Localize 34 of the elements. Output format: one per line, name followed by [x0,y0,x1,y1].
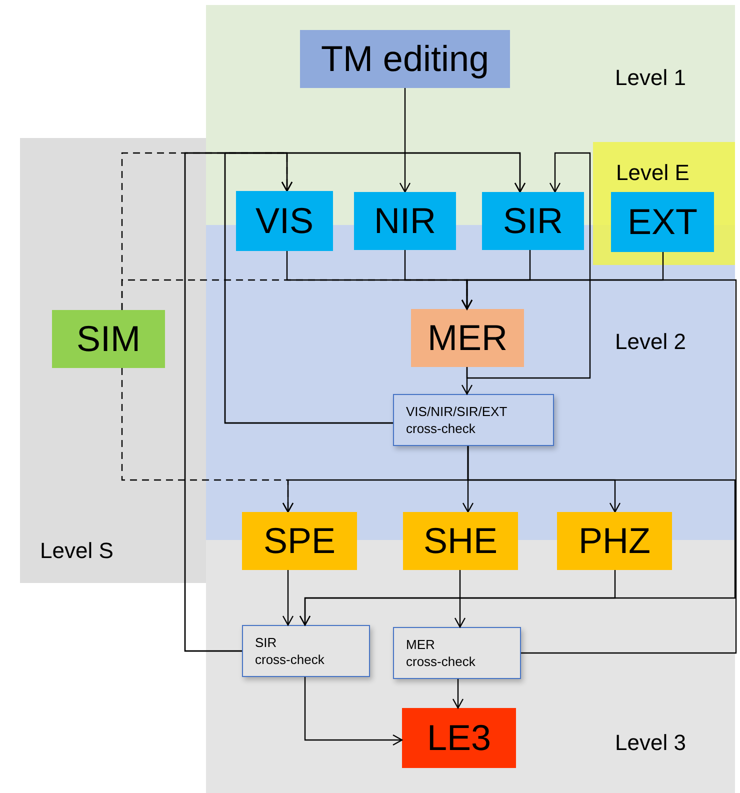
band-label: Level S [40,537,114,565]
process-box: MER [411,309,524,367]
arrow [461,367,473,395]
level-band [593,142,735,265]
process-box: SHE [403,512,518,570]
process-box: NIR [354,192,456,250]
process-box: SIR [482,192,584,250]
level-band [20,138,206,583]
process-box: EXT [611,192,714,252]
arrow [466,152,591,379]
process-box: TM editing [300,30,510,88]
process-box: LE3 [402,708,516,768]
process-box: SIM [52,310,165,368]
process-box: VIS [236,191,333,251]
box-label: MER cross-check [406,636,476,670]
arrow [224,152,526,424]
arrow [282,570,294,626]
process-box: SPE [242,512,357,570]
arrow [461,279,737,654]
band-label: Level E [616,159,690,187]
arrow [452,679,464,709]
arrow [454,570,466,628]
check-box [393,394,554,446]
check-box [393,627,521,679]
arrow [304,677,403,746]
box-label: SIR cross-check [255,634,326,668]
band-label: Level 2 [615,328,686,356]
arrow [299,446,736,626]
box-label: VIS/NIR/SIR/EXT cross-check [406,403,508,437]
band-label: Level 3 [615,729,686,757]
arrow [399,88,411,193]
process-box: PHZ [557,512,672,570]
check-box [242,625,370,677]
band-label: Level 1 [615,64,686,92]
